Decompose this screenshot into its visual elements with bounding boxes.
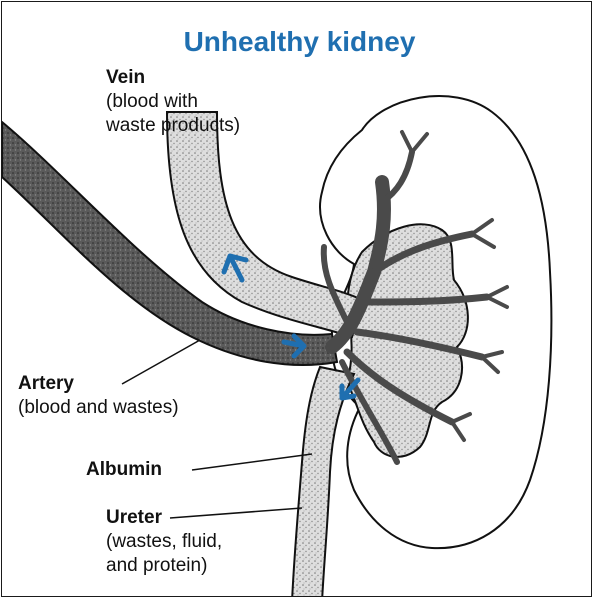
ureter-desc-1: (wastes, fluid, [106, 531, 222, 552]
artery-desc: (blood and wastes) [18, 397, 179, 418]
vein-desc-1: (blood with [106, 91, 198, 112]
ureter-label: Ureter (wastes, fluid, and protein) [106, 506, 222, 578]
artery-name: Artery [18, 373, 74, 394]
artery-label: Artery (blood and wastes) [18, 372, 179, 420]
albumin-label: Albumin [86, 458, 162, 482]
vein-desc-2: waste products) [106, 115, 240, 136]
vein-label: Vein (blood with waste products) [106, 66, 240, 138]
ureter-desc-2: and protein) [106, 555, 207, 576]
ureter-vessel [292, 367, 354, 597]
ureter-name: Ureter [106, 507, 162, 528]
diagram-title: Unhealthy kidney [2, 26, 592, 58]
albumin-name: Albumin [86, 459, 162, 480]
albumin-leader [192, 454, 312, 470]
vein-name: Vein [106, 67, 145, 88]
